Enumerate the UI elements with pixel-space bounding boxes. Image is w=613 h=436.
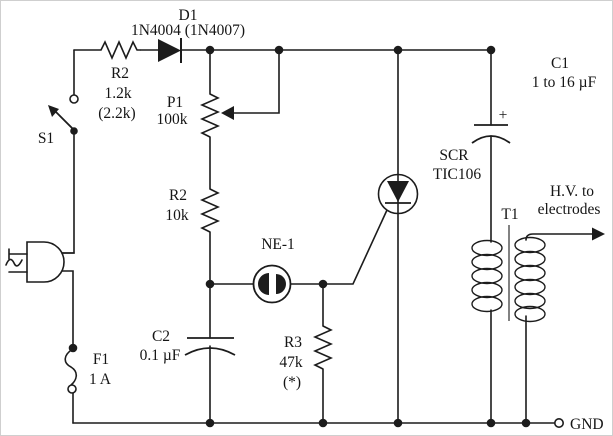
ac-plug-symbol <box>5 241 75 283</box>
d1-diode-symbol <box>158 38 182 63</box>
c1-plate-bottom <box>471 135 511 144</box>
r2-mid-ref-label: R2 <box>169 187 187 204</box>
ne1-electrode-left <box>258 273 269 295</box>
hv-output-arrowhead <box>592 227 605 241</box>
hv-output-label-line1: H.V. to <box>550 183 594 200</box>
f1-value-label: 1 A <box>89 371 112 388</box>
wires <box>61 49 594 424</box>
p1-value-label: 100k <box>157 111 188 128</box>
hv-output-label-line2: electrodes <box>538 201 601 218</box>
c2-capacitor-symbol <box>184 337 236 356</box>
plug-body <box>26 241 65 283</box>
p1-ref-label: P1 <box>167 94 183 111</box>
p1-zigzag <box>200 93 220 138</box>
t1-ref-label: T1 <box>501 206 518 223</box>
c2-plate-bottom <box>184 347 236 356</box>
fuse-squiggle <box>64 348 78 386</box>
r2-top-zigzag <box>100 40 141 60</box>
resistor-symbols <box>100 40 333 370</box>
s1-open-contact <box>69 94 79 104</box>
diode-triangle <box>158 39 181 62</box>
c1-capacitor-symbol <box>471 124 511 144</box>
wire-hv-output <box>525 233 594 241</box>
p1-wiper-arrowhead <box>221 106 234 120</box>
r3-ref-label: R3 <box>284 334 302 351</box>
labels: D1 1N4004 (1N4007) R2 1.2k (2.2k) S1 P1 … <box>38 7 604 433</box>
c2-ref-label: C2 <box>152 328 170 345</box>
t1-primary-coil <box>471 239 503 313</box>
s1-ref-label: S1 <box>38 130 54 147</box>
d1-value-label: 1N4004 (1N4007) <box>131 22 245 39</box>
r2-top-alt-label: (2.2k) <box>98 105 135 122</box>
r3-value-label: 47k <box>279 354 303 371</box>
fuse-bottom-contact <box>67 384 77 394</box>
scr-triangle <box>387 181 409 202</box>
c1-value-label: 1 to 16 µF <box>532 74 597 91</box>
scr-symbol <box>377 173 419 215</box>
r2-mid-value-label: 10k <box>165 207 189 224</box>
ne1-ref-label: NE-1 <box>261 236 295 253</box>
junction-dots <box>68 45 531 428</box>
ne1-lamp-symbol <box>252 264 292 304</box>
s1-lever-arrowhead <box>48 105 59 117</box>
f1-fuse-symbol <box>64 348 78 394</box>
c1-polarity-label: + <box>499 107 508 124</box>
s1-pivot-dot <box>70 127 78 135</box>
ac-wave-icon <box>5 258 23 267</box>
plug-prong-top <box>8 248 28 260</box>
s1-switch-symbol <box>48 94 79 135</box>
wire-scr-gate <box>322 209 388 285</box>
r2-top-value-label: 1.2k <box>104 85 131 102</box>
f1-ref-label: F1 <box>93 351 109 368</box>
ne1-electrode-right <box>276 274 286 294</box>
r2-mid-zigzag <box>200 188 220 233</box>
c2-value-label: 0.1 µF <box>140 347 181 364</box>
s1-lever <box>55 111 75 131</box>
c1-ref-label: C1 <box>551 55 569 72</box>
wire-s1-to-plug <box>61 132 75 254</box>
scr-value-label: TIC106 <box>433 166 481 183</box>
scr-ref-label: SCR <box>439 147 469 164</box>
r3-alt-label: (*) <box>283 374 301 391</box>
wire-plug-to-fuse <box>61 270 74 346</box>
gnd-label: GND <box>570 416 604 433</box>
t1-secondary-coil <box>514 236 546 323</box>
wire-p1-wiper <box>231 49 280 114</box>
r3-zigzag <box>313 325 333 370</box>
r2-top-ref-label: R2 <box>111 65 129 82</box>
d1-ref-label: D1 <box>179 7 198 24</box>
gnd-terminal <box>553 417 564 428</box>
ne1-bulb <box>252 264 292 304</box>
t1-transformer-symbol <box>471 225 546 323</box>
